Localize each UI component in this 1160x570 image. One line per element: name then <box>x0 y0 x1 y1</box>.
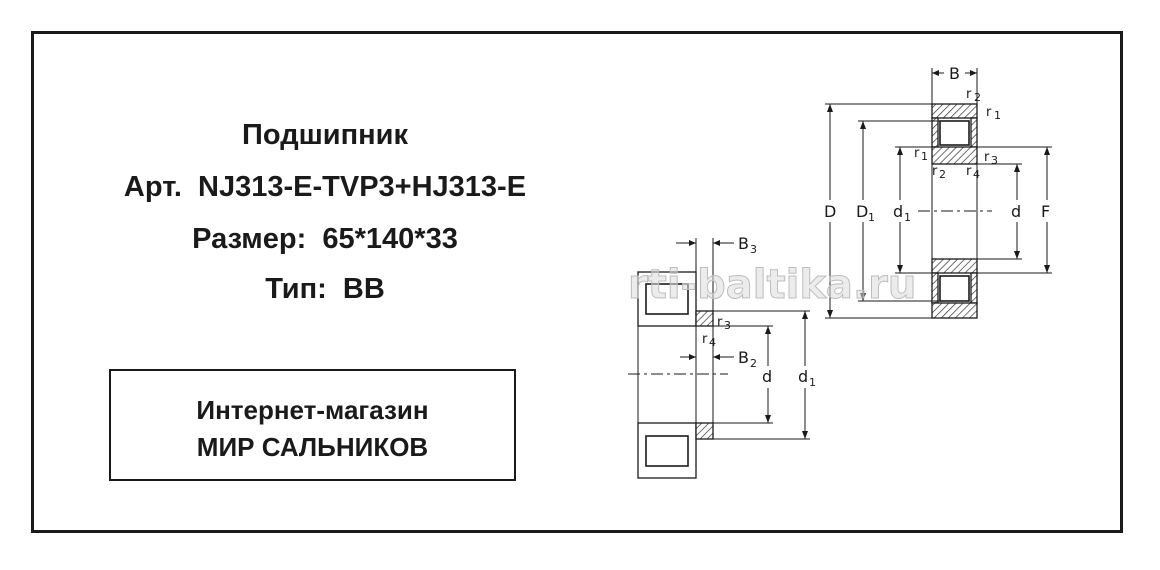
label-B3: B <box>738 234 749 253</box>
bearing-labels: B r 2 r 1 r 1 r 2 r 3 r 4 D D 1 d 1 d F <box>824 64 1050 224</box>
angle-ring-cross-section <box>628 238 810 479</box>
label-d1: d <box>893 202 903 221</box>
label-r3: r <box>984 150 990 165</box>
bearing-dimension-arrows <box>827 70 1050 318</box>
shop-line-2: МИР САЛЬНИКОВ <box>196 432 429 462</box>
label-ring-d1-sub: 1 <box>809 376 816 389</box>
label-r4: r <box>966 164 972 179</box>
label-r1-top: r <box>986 105 992 120</box>
product-name: Подшипник <box>242 119 408 151</box>
product-type: Тип: ВВ <box>265 273 385 305</box>
product-article: Арт. NJ313-E-TVP3+HJ313-E <box>123 171 527 203</box>
label-D: D <box>824 202 836 221</box>
label-d1-sub: 1 <box>904 211 911 224</box>
label-r3-sub: 3 <box>991 154 998 167</box>
label-ring-r3-sub: 3 <box>724 319 731 332</box>
label-B2: B <box>738 348 749 367</box>
product-size: Размер: 65*140*33 <box>192 223 458 255</box>
angle-ring-labels: B 3 r 3 r 4 B 2 d d 1 <box>702 234 816 389</box>
label-r1-inner: r <box>914 146 920 161</box>
label-r1-top-sub: 1 <box>994 109 1001 122</box>
label-B: B <box>949 64 960 83</box>
label-r2-inner-sub: 2 <box>939 168 946 181</box>
label-r2-inner: r <box>932 164 938 179</box>
outer-frame <box>31 31 1123 533</box>
label-B3-sub: 3 <box>750 243 757 256</box>
angle-ring-dimension-arrows <box>689 240 808 439</box>
label-D1: D <box>856 202 868 221</box>
label-r1-inner-sub: 1 <box>921 150 928 163</box>
label-F: F <box>1041 202 1050 221</box>
bearing-cross-section <box>825 68 1052 319</box>
label-B2-sub: 2 <box>750 357 757 370</box>
label-ring-d: d <box>762 367 772 386</box>
shop-box: Интернет-магазин МИР САЛЬНИКОВ <box>109 369 516 481</box>
label-r4-sub: 4 <box>973 168 980 181</box>
label-ring-r4-sub: 4 <box>709 336 716 349</box>
shop-line-1: Интернет-магазин <box>196 395 429 425</box>
label-r2-top-sub: 2 <box>974 91 981 104</box>
label-d: d <box>1011 202 1021 221</box>
watermark-text: rti-baltika.ru <box>628 262 916 308</box>
label-ring-r3: r <box>717 315 723 330</box>
label-ring-d1: d <box>798 367 808 386</box>
label-ring-r4: r <box>702 332 708 347</box>
label-D1-sub: 1 <box>868 211 875 224</box>
label-r2-top: r <box>966 87 972 102</box>
